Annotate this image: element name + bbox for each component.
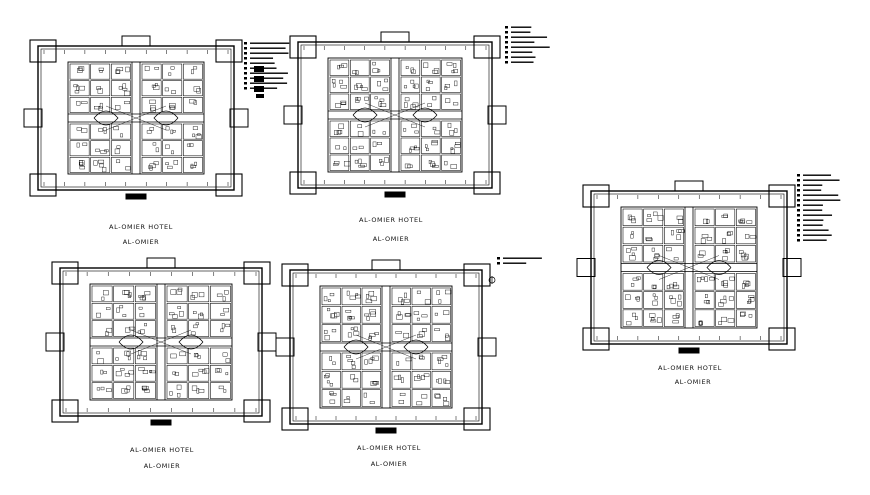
plan-3-subtitle: AL-OMIER [143,462,181,470]
plan-3-title: AL-OMIER HOTEL [130,446,194,454]
floor-plan-3 [45,257,277,426]
plan-1-legend [244,42,290,90]
plan-1-subtitle: AL-OMIER [122,238,160,246]
plan-4-legend [497,257,542,265]
floor-plan-1 [23,35,249,200]
plan-5-title: AL-OMIER HOTEL [658,364,722,372]
plan-2-legend [505,26,550,64]
plan-4-title: AL-OMIER HOTEL [357,444,421,452]
floor-plan-5 [576,180,802,354]
plan-4-subtitle: AL-OMIER [370,460,408,468]
north-arrow-icon [488,276,496,284]
plan-1-tag-blocks [254,66,264,98]
plan-2-title: AL-OMIER HOTEL [359,216,423,224]
plan-1-title: AL-OMIER HOTEL [109,223,173,231]
floor-plan-2 [283,31,507,198]
plan-2-subtitle: AL-OMIER [372,235,410,243]
floor-plan-4 [275,259,497,434]
plan-5-legend [797,174,841,242]
plan-5-subtitle: AL-OMIER [674,378,712,386]
